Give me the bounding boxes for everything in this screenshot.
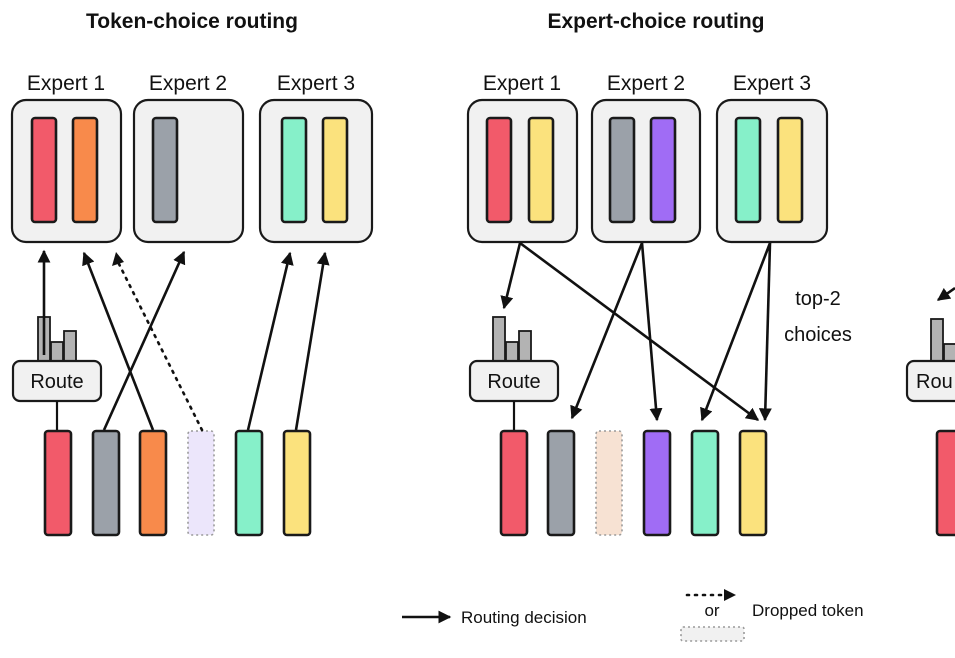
top2-annotation-line2: choices xyxy=(784,324,852,346)
tc-e2-token-gray xyxy=(151,116,179,224)
tc-router-bar xyxy=(50,341,64,363)
legend-or: or xyxy=(704,601,719,620)
ec-input-token-dropped xyxy=(595,430,623,536)
ec-expert-3-label: Expert 3 xyxy=(733,72,811,95)
ec-expert-2-label: Expert 2 xyxy=(607,72,685,95)
tc-route-label: Route xyxy=(30,371,83,393)
tc-arrow-orange-to-e1 xyxy=(82,251,155,431)
tc-input-token-yellow xyxy=(282,429,312,537)
tc-expert-1-label: Expert 1 xyxy=(27,72,105,95)
ec-input-token-red xyxy=(499,429,529,537)
top2-annotation-line1: top-2 xyxy=(795,288,841,310)
ec-input-token-gray xyxy=(546,429,576,537)
tc-expert-3-label: Expert 3 xyxy=(277,72,355,95)
ec-arrow-e3-to-mint xyxy=(700,242,772,422)
cropped-arrow xyxy=(936,286,955,302)
tc-expert-1-box xyxy=(10,98,123,244)
ec-route-label: Route xyxy=(487,371,540,393)
legend-dropped-token-box xyxy=(680,626,745,642)
ec-input-token-purple xyxy=(642,429,672,537)
tc-input-token-dropped xyxy=(187,430,215,536)
ec-input-token-yellow xyxy=(738,429,768,537)
ec-e2-token-purple xyxy=(649,116,677,224)
ec-e1-token-yellow xyxy=(527,116,555,224)
tc-arrow-mint-to-e3 xyxy=(246,251,294,431)
legend-dropped-token: Dropped token xyxy=(752,601,864,620)
ec-arrow-e2-to-purple xyxy=(640,242,663,422)
cropped-route-label: Rou xyxy=(916,371,953,393)
expert-choice-title: Expert-choice routing xyxy=(547,10,764,33)
cropped-route-box xyxy=(905,359,955,403)
cropped-router-bar xyxy=(943,343,955,363)
ec-expert-1-box xyxy=(466,98,579,244)
cropped-panel-fragment: Rou xyxy=(905,286,955,537)
ec-input-token-mint xyxy=(690,429,720,537)
tc-e1-token-red xyxy=(30,116,58,224)
legend-routing-decision: Routing decision xyxy=(461,608,587,627)
token-choice-panel: Token-choice routing Expert 1 Expert 2 E… xyxy=(10,10,374,537)
tc-input-token-orange xyxy=(138,429,168,537)
ec-e2-token-gray xyxy=(608,116,636,224)
ec-e3-token-mint xyxy=(734,116,762,224)
tc-e1-token-orange xyxy=(71,116,99,224)
ec-arrow-e2-to-gray xyxy=(570,242,644,420)
tc-dotted-arrowhead xyxy=(112,252,124,266)
tc-arrow-gray-to-e2 xyxy=(102,250,186,431)
ec-arrow-e3-to-yellow xyxy=(758,242,772,422)
ec-e3-token-yellow xyxy=(776,116,804,224)
tc-arrow-yellow-to-e3 xyxy=(294,251,330,431)
ec-router-bar xyxy=(492,316,506,363)
ec-e1-token-red xyxy=(485,116,513,224)
tc-input-token-mint xyxy=(234,429,264,537)
tc-expert-2-label: Expert 2 xyxy=(149,72,227,95)
tc-expert-3-box xyxy=(258,98,374,244)
token-choice-title: Token-choice routing xyxy=(86,10,298,33)
tc-dotted-dropped xyxy=(114,256,204,432)
tc-router: Route xyxy=(11,316,103,431)
cropped-router-bar xyxy=(930,318,944,363)
tc-router-bar xyxy=(63,330,77,363)
tc-expert-2-box xyxy=(132,98,245,244)
tc-input-token-gray xyxy=(91,429,121,537)
ec-arrow-e1-to-red xyxy=(500,242,522,310)
ec-router: Route xyxy=(468,316,560,431)
tc-e3-token-mint xyxy=(280,116,308,224)
ec-expert-3-box xyxy=(715,98,829,244)
ec-router-bar xyxy=(518,330,532,363)
legend: Routing decision or Dropped token xyxy=(402,589,864,642)
tc-e3-token-yellow xyxy=(321,116,349,224)
ec-expert-2-box xyxy=(590,98,702,244)
legend-dropped-arrowhead xyxy=(724,589,736,601)
expert-choice-panel: Expert-choice routing Expert 1 Expert 2 … xyxy=(466,10,852,537)
tc-input-token-red xyxy=(43,429,73,537)
cropped-input-token-red xyxy=(935,429,955,537)
ec-expert-1-label: Expert 1 xyxy=(483,72,561,95)
ec-router-bar xyxy=(505,341,519,363)
ec-arrow-e1-to-yellow xyxy=(519,241,760,422)
